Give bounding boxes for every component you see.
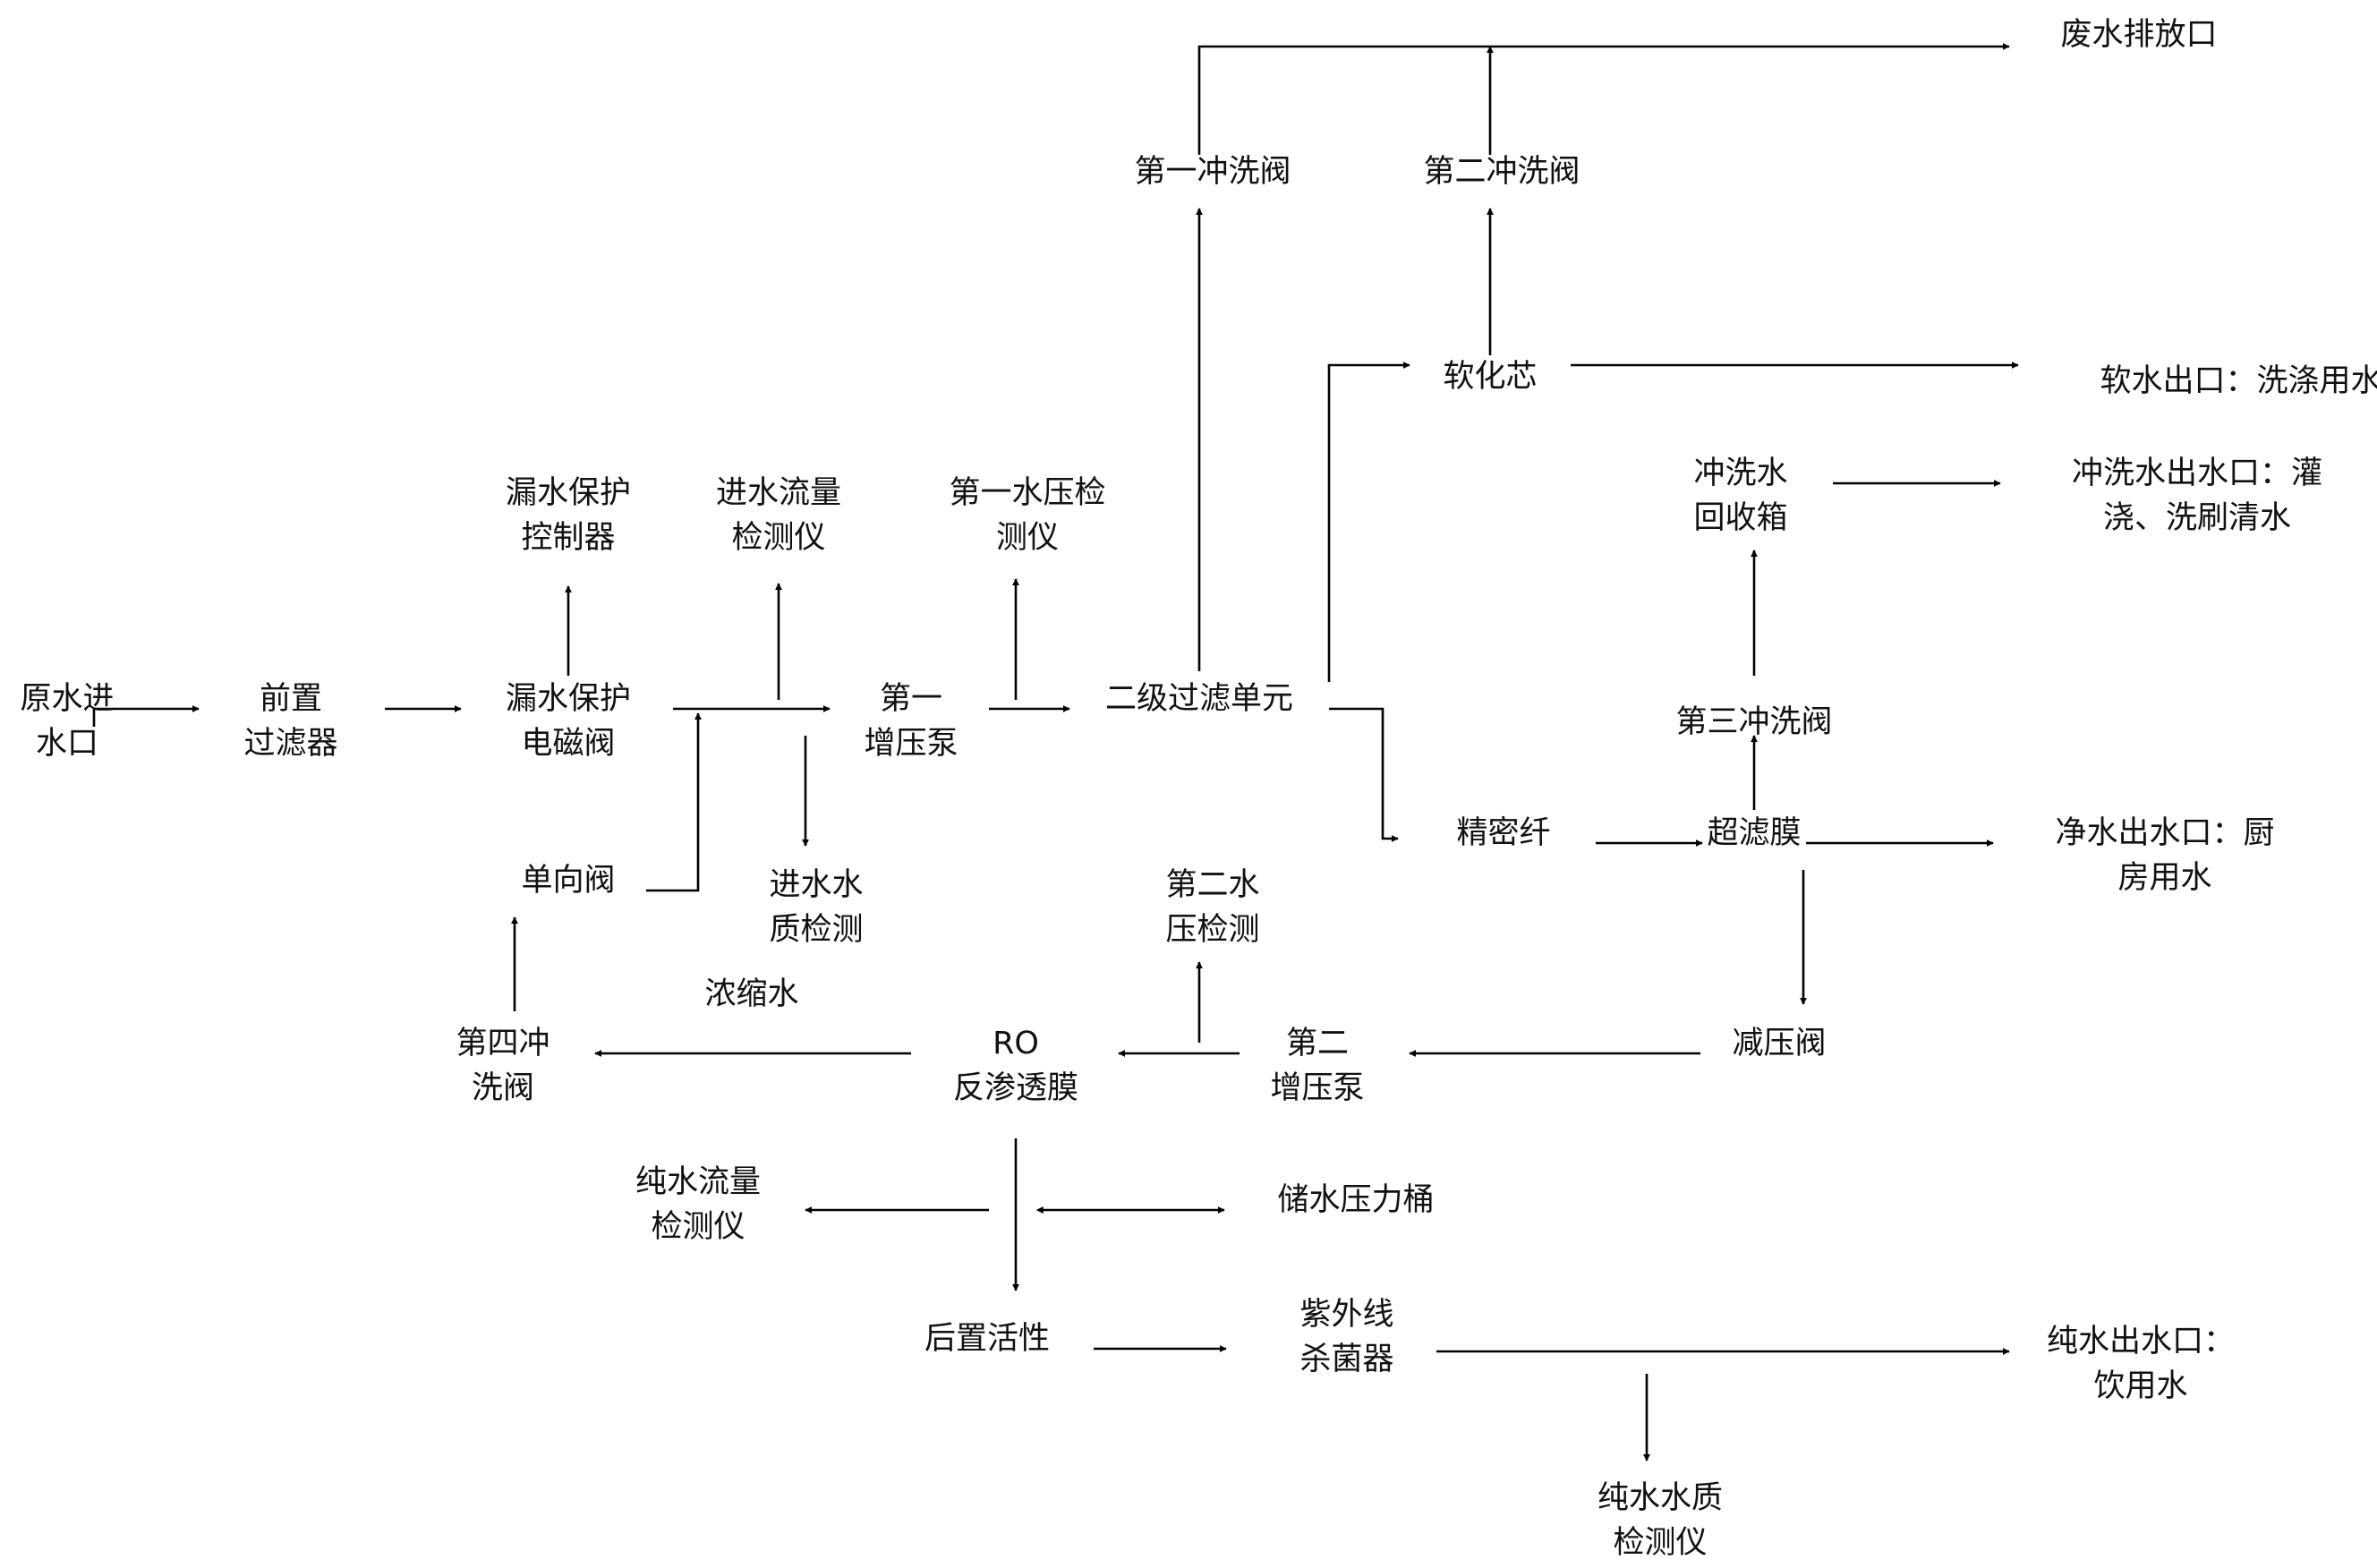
node-ro-membrane: RO 反渗透膜 [953,1026,1078,1106]
node-label-leak-solenoid-valve-line-2: 电磁阀 [521,726,615,762]
node-softening-core: 软化芯 [1443,359,1537,395]
node-label-flush-valve-2-line-1: 第二冲洗阀 [1423,154,1580,190]
node-label-pressure-detector-2-line-2: 压检测 [1165,912,1259,948]
node-label-waste-outlet-line-1: 废水排放口 [2060,17,2217,53]
node-label-inlet-flow-meter-line-2: 检测仪 [731,520,825,556]
node-precision-fiber: 精密纤 [1456,815,1550,851]
node-label-flush-recovery-tank-line-1: 冲洗水 [1693,456,1787,491]
node-label-raw-water-inlet-line-2: 水口 [36,726,98,762]
node-label-pure-water-outlet-line-1: 纯水出水口： [2047,1324,2235,1359]
nodes-layer: 原水进水口前置过滤器漏水保护电磁阀漏水保护控制器进水流量检测仪进水水质检测单向阀… [20,17,2377,1561]
node-check-valve: 单向阀 [521,863,615,899]
node-label-booster-pump-1-line-1: 第一 [880,681,942,717]
node-label-pressure-tank-line-1: 储水压力桶 [1277,1182,1434,1218]
node-label-booster-pump-2-line-1: 第二 [1286,1026,1349,1061]
node-label-secondary-filter-unit-line-1: 二级过滤单元 [1105,681,1293,717]
node-label-leak-controller-line-2: 控制器 [521,520,615,556]
edge-secondary-filter-unit-to-softening-core [1327,362,1410,682]
node-label-pre-filter-line-2: 过滤器 [243,726,337,762]
node-label-clean-water-outlet-line-2: 房用水 [2117,860,2211,896]
edge-check-valve-to-booster-pump-1 [646,712,702,892]
node-secondary-filter-unit: 二级过滤单元 [1105,681,1293,717]
node-label-leak-controller-line-1: 漏水保护 [506,475,631,511]
node-label-softening-core-line-1: 软化芯 [1443,359,1537,395]
node-label-check-valve-line-1: 单向阀 [521,863,615,899]
node-label-flush-valve-1-line-1: 第一冲洗阀 [1134,154,1291,190]
node-label-pure-water-outlet-line-2: 饮用水 [2093,1368,2187,1404]
node-label-ro-membrane-line-1: RO [993,1026,1039,1061]
node-flush-valve-2: 第二冲洗阀 [1423,154,1580,190]
node-label-booster-pump-2-line-2: 增压泵 [1270,1070,1364,1106]
node-label-flush-recovery-tank-line-2: 回收箱 [1693,500,1787,536]
node-label-inlet-flow-meter-line-1: 进水流量 [716,475,841,511]
node-label-pre-filter-line-1: 前置 [260,681,322,717]
node-label-pure-flow-meter-line-2: 检测仪 [651,1209,745,1245]
node-label-flush-valve-3-line-1: 第三冲洗阀 [1675,704,1832,740]
node-label-post-carbon-line-1: 后置活性 [924,1321,1050,1357]
node-concentrate-label: 浓缩水 [704,976,798,1012]
edges-layer [92,43,2019,1461]
node-label-flush-valve-4-line-2: 洗阀 [472,1070,534,1106]
node-flush-valve-3: 第三冲洗阀 [1675,704,1832,740]
node-label-raw-water-inlet-line-1: 原水进 [20,681,114,717]
node-label-precision-fiber-line-1: 精密纤 [1456,815,1550,851]
node-pressure-reducing-valve: 减压阀 [1732,1026,1826,1061]
node-label-pure-quality-detector-line-1: 纯水水质 [1597,1480,1723,1516]
node-label-inlet-quality-detector-line-2: 质检测 [769,912,863,948]
node-flush-valve-1: 第一冲洗阀 [1134,154,1291,190]
node-soft-water-outlet: 软水出口：洗涤用水 [2100,363,2377,399]
node-waste-outlet: 废水排放口 [2060,17,2217,53]
node-pressure-tank: 储水压力桶 [1277,1182,1434,1218]
edge-raw-water-inlet-to-pre-filter [92,705,200,727]
node-label-flush-water-outlet-line-1: 冲洗水出水口：灌 [2072,456,2322,491]
node-label-booster-pump-1-line-2: 增压泵 [864,726,958,762]
node-label-flush-valve-4-line-1: 第四冲 [456,1026,550,1061]
node-label-pure-flow-meter-line-1: 纯水流量 [635,1164,761,1200]
node-pure-water-outlet: 纯水出水口： 饮用水 [2047,1324,2235,1404]
node-label-pure-quality-detector-line-2: 检测仪 [1613,1525,1707,1561]
node-label-clean-water-outlet-line-1: 净水出水口：厨 [2055,815,2274,851]
node-label-leak-solenoid-valve-line-1: 漏水保护 [506,681,631,717]
node-label-ro-membrane-line-2: 反渗透膜 [953,1070,1078,1106]
node-label-flush-water-outlet-line-2: 浇、洗刷清水 [2103,500,2291,536]
node-label-soft-water-outlet-line-1: 软水出口：洗涤用水 [2100,363,2377,399]
edge-secondary-filter-unit-to-precision-fiber [1329,707,1399,842]
node-flush-water-outlet: 冲洗水出水口：灌浇、洗刷清水 [2072,456,2322,536]
node-label-pressure-detector-1-line-1: 第一水压检 [949,475,1105,511]
node-post-carbon: 后置活性 [924,1321,1050,1357]
node-label-pressure-detector-1-line-2: 测仪 [996,520,1059,556]
node-label-pressure-detector-2-line-1: 第二水 [1165,867,1259,903]
edge-flush-valve-1-to-waste-outlet [1197,43,2010,155]
node-label-uv-sterilizer-line-1: 紫外线 [1299,1297,1393,1333]
node-label-concentrate-label-line-1: 浓缩水 [704,976,798,1012]
node-label-uv-sterilizer-line-2: 杀菌器 [1299,1342,1393,1377]
node-ultrafiltration: 超滤膜 [1707,815,1801,851]
node-label-pressure-reducing-valve-line-1: 减压阀 [1732,1026,1826,1061]
node-label-inlet-quality-detector-line-1: 进水水 [769,867,863,903]
node-label-ultrafiltration-line-1: 超滤膜 [1707,815,1801,851]
